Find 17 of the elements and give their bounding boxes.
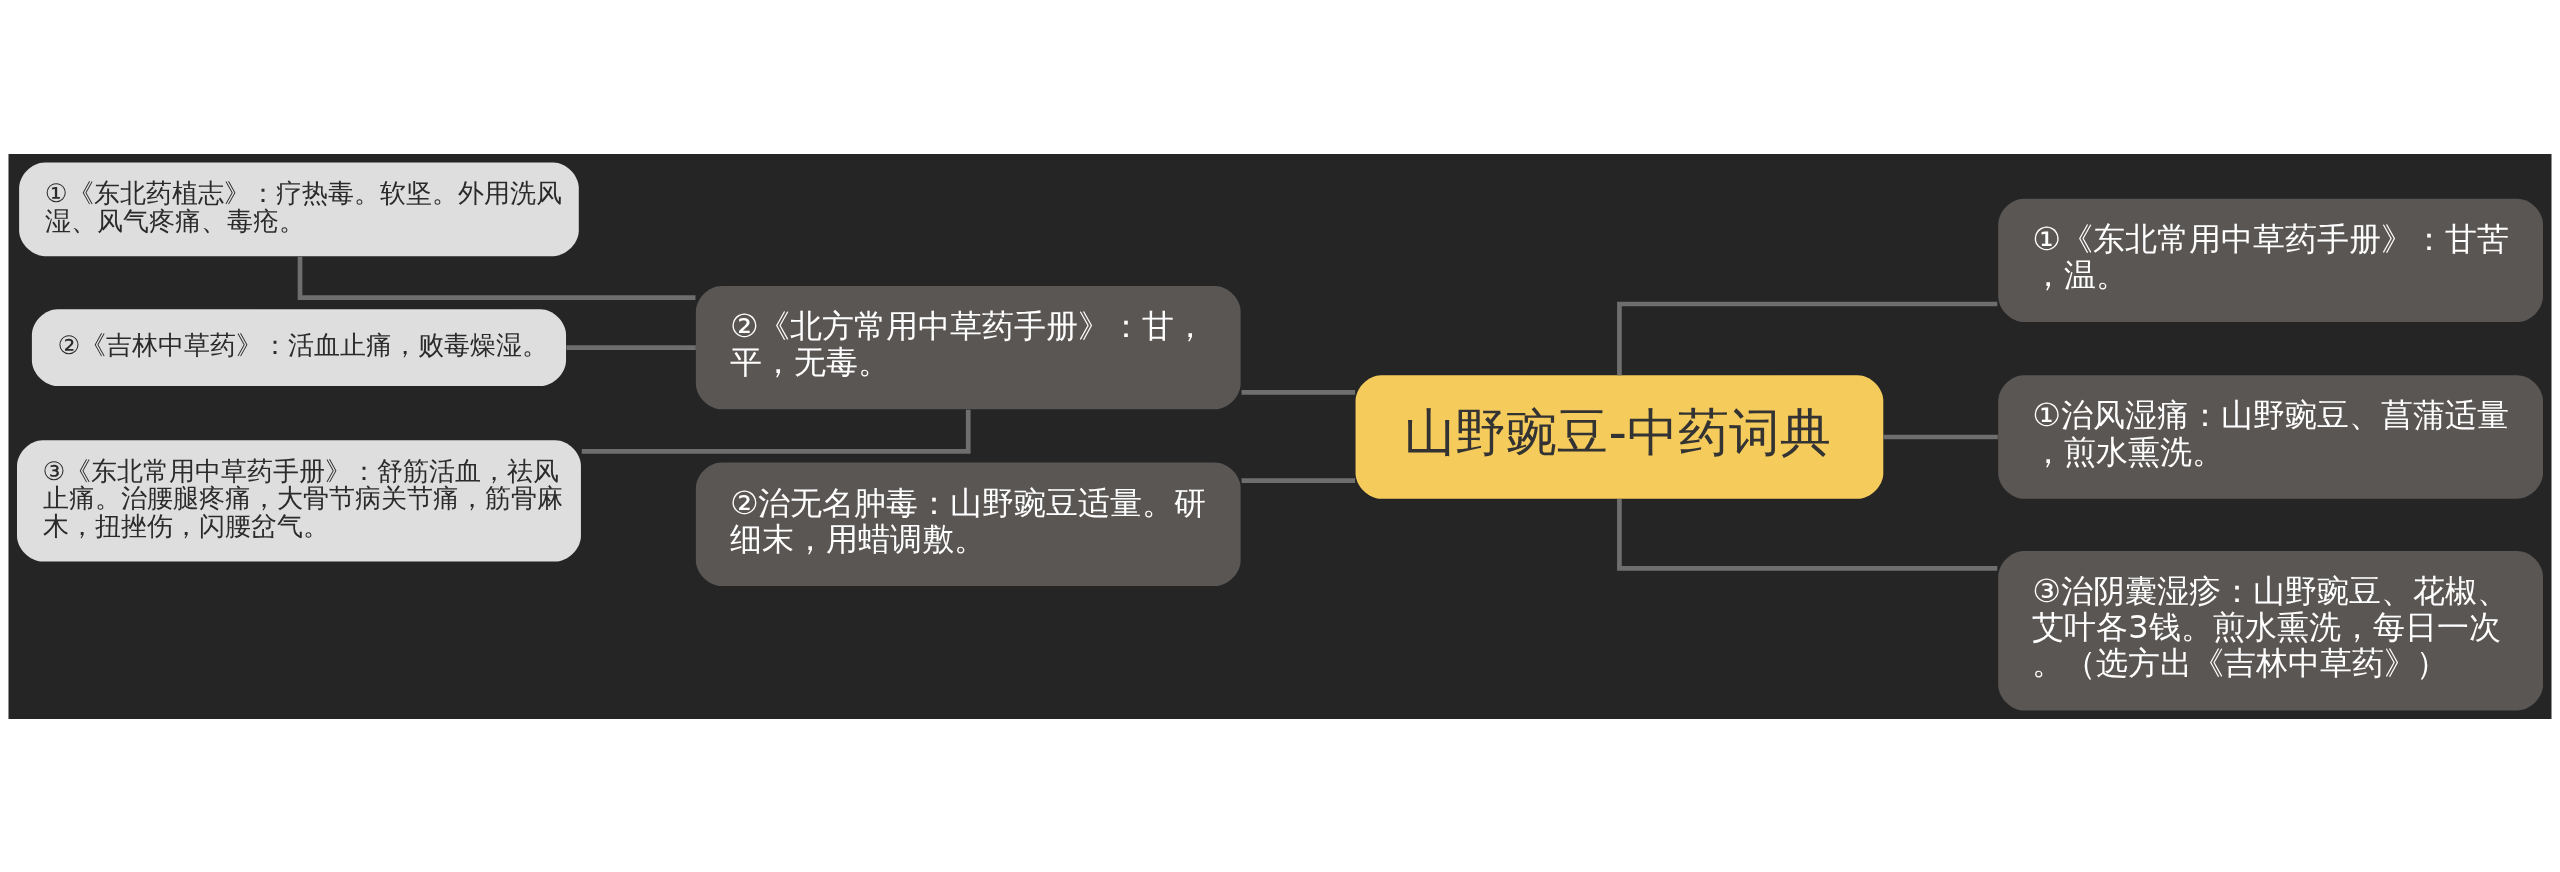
- node-box: ②治无名肿毒：山野豌豆适量。研细末，用蜡调敷。: [695, 462, 1241, 586]
- connector: [1617, 301, 1998, 375]
- node-box: 山野豌豆-中药词典: [1355, 374, 1884, 499]
- connector: [1617, 498, 1998, 571]
- connector: [1883, 434, 1998, 439]
- node-box: ②《吉林中草药》：活血止痛，败毒燥湿。: [31, 308, 567, 386]
- node-box: ①《东北药植志》：疗热毒。软坚。外用洗风湿、风气疼痛、毒疮。: [19, 162, 579, 256]
- node-box: ③《东北常用中草药手册》：舒筋活血，祛风止痛。治腰腿疼痛，大骨节病关节痛，筋骨麻木，扭挫伤，闪腰岔气。: [17, 439, 581, 561]
- node-box: ①治风湿痛：山野豌豆、菖蒲适量，煎水熏洗。: [1998, 374, 2543, 499]
- connector: [566, 344, 696, 350]
- node-box: ③治阴囊湿疹：山野豌豆、花椒、艾叶各3钱。煎水熏洗，每日一次。（选方出《吉林中草药》）: [1998, 550, 2543, 710]
- connector: [1241, 477, 1356, 483]
- connector: [581, 409, 971, 454]
- node-box: ②《北方常用中草药手册》：甘，平，无毒。: [695, 285, 1241, 409]
- node-box: ①《东北常用中草药手册》：甘苦，温。: [1998, 198, 2543, 322]
- connector: [297, 256, 696, 300]
- connector: [1241, 389, 1356, 395]
